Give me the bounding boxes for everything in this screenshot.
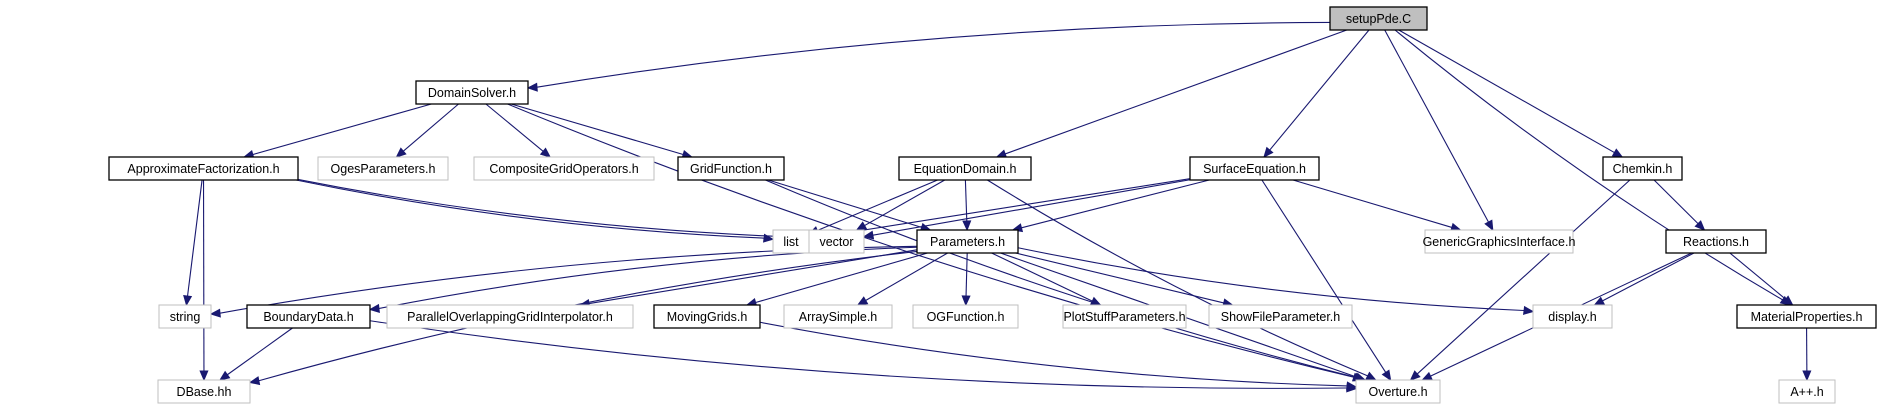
node-label: list bbox=[783, 235, 799, 249]
edge-setupPde-to-GenericGraphicsInterface bbox=[1384, 29, 1494, 232]
node-surfaceequation[interactable]: SurfaceEquation.h bbox=[1189, 156, 1320, 181]
node-parameters[interactable]: Parameters.h bbox=[916, 229, 1019, 254]
node-chemkin[interactable]: Chemkin.h bbox=[1602, 156, 1683, 181]
edge-DomainSolver-to-CompositeGridOperators bbox=[485, 103, 552, 158]
edge-SurfaceEquation-to-vector bbox=[862, 179, 1191, 240]
edge-Reactions-to-MaterialProperties bbox=[1729, 252, 1794, 306]
node-overture: Overture.h bbox=[1355, 379, 1441, 404]
edge-Parameters-to-display bbox=[1017, 247, 1535, 315]
edge-ApproximateFactorization-to-vector bbox=[297, 178, 811, 242]
edge-DomainSolver-to-OgesParameters bbox=[395, 103, 459, 158]
node-label: MaterialProperties.h bbox=[1751, 310, 1863, 324]
node-showfileparameter: ShowFileParameter.h bbox=[1208, 304, 1353, 329]
node-equationdomain[interactable]: EquationDomain.h bbox=[898, 156, 1032, 181]
node-label: Overture.h bbox=[1368, 385, 1427, 399]
edge-Chemkin-to-Reactions bbox=[1653, 179, 1706, 231]
node-plotstuffparameters: PlotStuffParameters.h bbox=[1062, 304, 1187, 329]
node-label: SurfaceEquation.h bbox=[1203, 162, 1306, 176]
node-label: GenericGraphicsInterface.h bbox=[1423, 235, 1576, 249]
node-materialproperties[interactable]: MaterialProperties.h bbox=[1736, 304, 1877, 329]
edge-DomainSolver-to-GridFunction bbox=[511, 103, 694, 159]
node-label: display.h bbox=[1548, 310, 1596, 324]
node-label: ShowFileParameter.h bbox=[1221, 310, 1341, 324]
edge-Parameters-to-OGFunction bbox=[961, 252, 971, 307]
node-label: CompositeGridOperators.h bbox=[489, 162, 638, 176]
edge-EquationDomain-to-vector bbox=[855, 179, 946, 231]
node-ogfunction: OGFunction.h bbox=[912, 304, 1019, 329]
nodes-layer: setupPde.C DomainSolver.hEquationDomain.h… bbox=[108, 6, 1877, 404]
node-label: string bbox=[170, 310, 201, 324]
edges-layer bbox=[183, 21, 1812, 393]
node-compositegridoperators: CompositeGridOperators.h bbox=[473, 156, 655, 181]
node-paralleloverlappinggridinterpolator: ParallelOverlappingGridInterpolator.h bbox=[386, 304, 634, 329]
node-label: OgesParameters.h bbox=[331, 162, 436, 176]
edge-setupPde-to-DomainSolver bbox=[526, 21, 1331, 92]
edge-setupPde-to-Chemkin bbox=[1398, 29, 1624, 158]
edge-Parameters-to-ArraySimple bbox=[856, 252, 948, 306]
node-label: ArraySimple.h bbox=[799, 310, 878, 324]
edge-Parameters-to-ParallelOverlappingGridInterpolator bbox=[578, 249, 918, 308]
node-label: ParallelOverlappingGridInterpolator.h bbox=[407, 310, 613, 324]
node-movinggrids[interactable]: MovingGrids.h bbox=[653, 304, 761, 329]
node-vector: vector bbox=[808, 229, 865, 254]
node-label: MovingGrids.h bbox=[667, 310, 748, 324]
edge-BoundaryData-to-DBase bbox=[218, 327, 293, 381]
node-label: vector bbox=[819, 235, 853, 249]
node-genericgraphicsinterface: GenericGraphicsInterface.h bbox=[1423, 229, 1576, 254]
edge-GridFunction-to-Parameters bbox=[768, 179, 932, 232]
node-approximatefactorization[interactable]: ApproximateFactorization.h bbox=[108, 156, 299, 181]
node-display: display.h bbox=[1532, 304, 1613, 329]
node-boundarydata[interactable]: BoundaryData.h bbox=[246, 304, 371, 329]
edge-setupPde-to-SurfaceEquation bbox=[1263, 29, 1370, 158]
edge-GridFunction-to-Overture bbox=[765, 179, 1365, 382]
edge-ApproximateFactorization-to-DBase bbox=[199, 179, 209, 382]
edge-SurfaceEquation-to-GenericGraphicsInterface bbox=[1292, 179, 1462, 232]
node-ogesparameters: OgesParameters.h bbox=[317, 156, 449, 181]
node-label: setupPde.C bbox=[1346, 12, 1411, 26]
edge-setupPde-to-MaterialProperties bbox=[1394, 29, 1792, 306]
node-label: Chemkin.h bbox=[1613, 162, 1673, 176]
edge-BoundaryData-to-Overture bbox=[369, 320, 1358, 393]
node-domainsolver[interactable]: DomainSolver.h bbox=[415, 80, 529, 105]
node-gridfunction[interactable]: GridFunction.h bbox=[677, 156, 785, 181]
edge-EquationDomain-to-Parameters bbox=[962, 179, 972, 232]
edge-DomainSolver-to-ApproximateFactorization bbox=[242, 103, 432, 159]
node-label: DomainSolver.h bbox=[428, 86, 516, 100]
edge-MovingGrids-to-Overture bbox=[759, 321, 1358, 391]
edge-ApproximateFactorization-to-string bbox=[183, 179, 203, 307]
node-label: EquationDomain.h bbox=[914, 162, 1017, 176]
edge-MaterialProperties-to-App bbox=[1802, 327, 1812, 382]
edge-Reactions-to-display bbox=[1593, 252, 1695, 306]
node-label: Reactions.h bbox=[1683, 235, 1749, 249]
node-list: list bbox=[772, 229, 810, 254]
node-label: OGFunction.h bbox=[927, 310, 1005, 324]
edge-EquationDomain-to-Overture bbox=[987, 179, 1377, 381]
node-label: PlotStuffParameters.h bbox=[1063, 310, 1185, 324]
node-arraysimple: ArraySimple.h bbox=[783, 304, 893, 329]
node-app: A++.h bbox=[1778, 379, 1836, 404]
edge-SurfaceEquation-to-Overture bbox=[1261, 179, 1392, 382]
node-label: A++.h bbox=[1790, 385, 1823, 399]
node-setuppde[interactable]: setupPde.C bbox=[1329, 6, 1428, 31]
edge-setupPde-to-EquationDomain bbox=[995, 29, 1347, 159]
node-label: ApproximateFactorization.h bbox=[127, 162, 279, 176]
node-label: BoundaryData.h bbox=[263, 310, 353, 324]
node-reactions[interactable]: Reactions.h bbox=[1665, 229, 1767, 254]
node-label: DBase.hh bbox=[177, 385, 232, 399]
node-label: GridFunction.h bbox=[690, 162, 772, 176]
node-label: Parameters.h bbox=[930, 235, 1005, 249]
node-dbase: DBase.hh bbox=[157, 379, 251, 404]
edge-Chemkin-to-Overture bbox=[1409, 179, 1631, 381]
node-string: string bbox=[158, 304, 212, 329]
